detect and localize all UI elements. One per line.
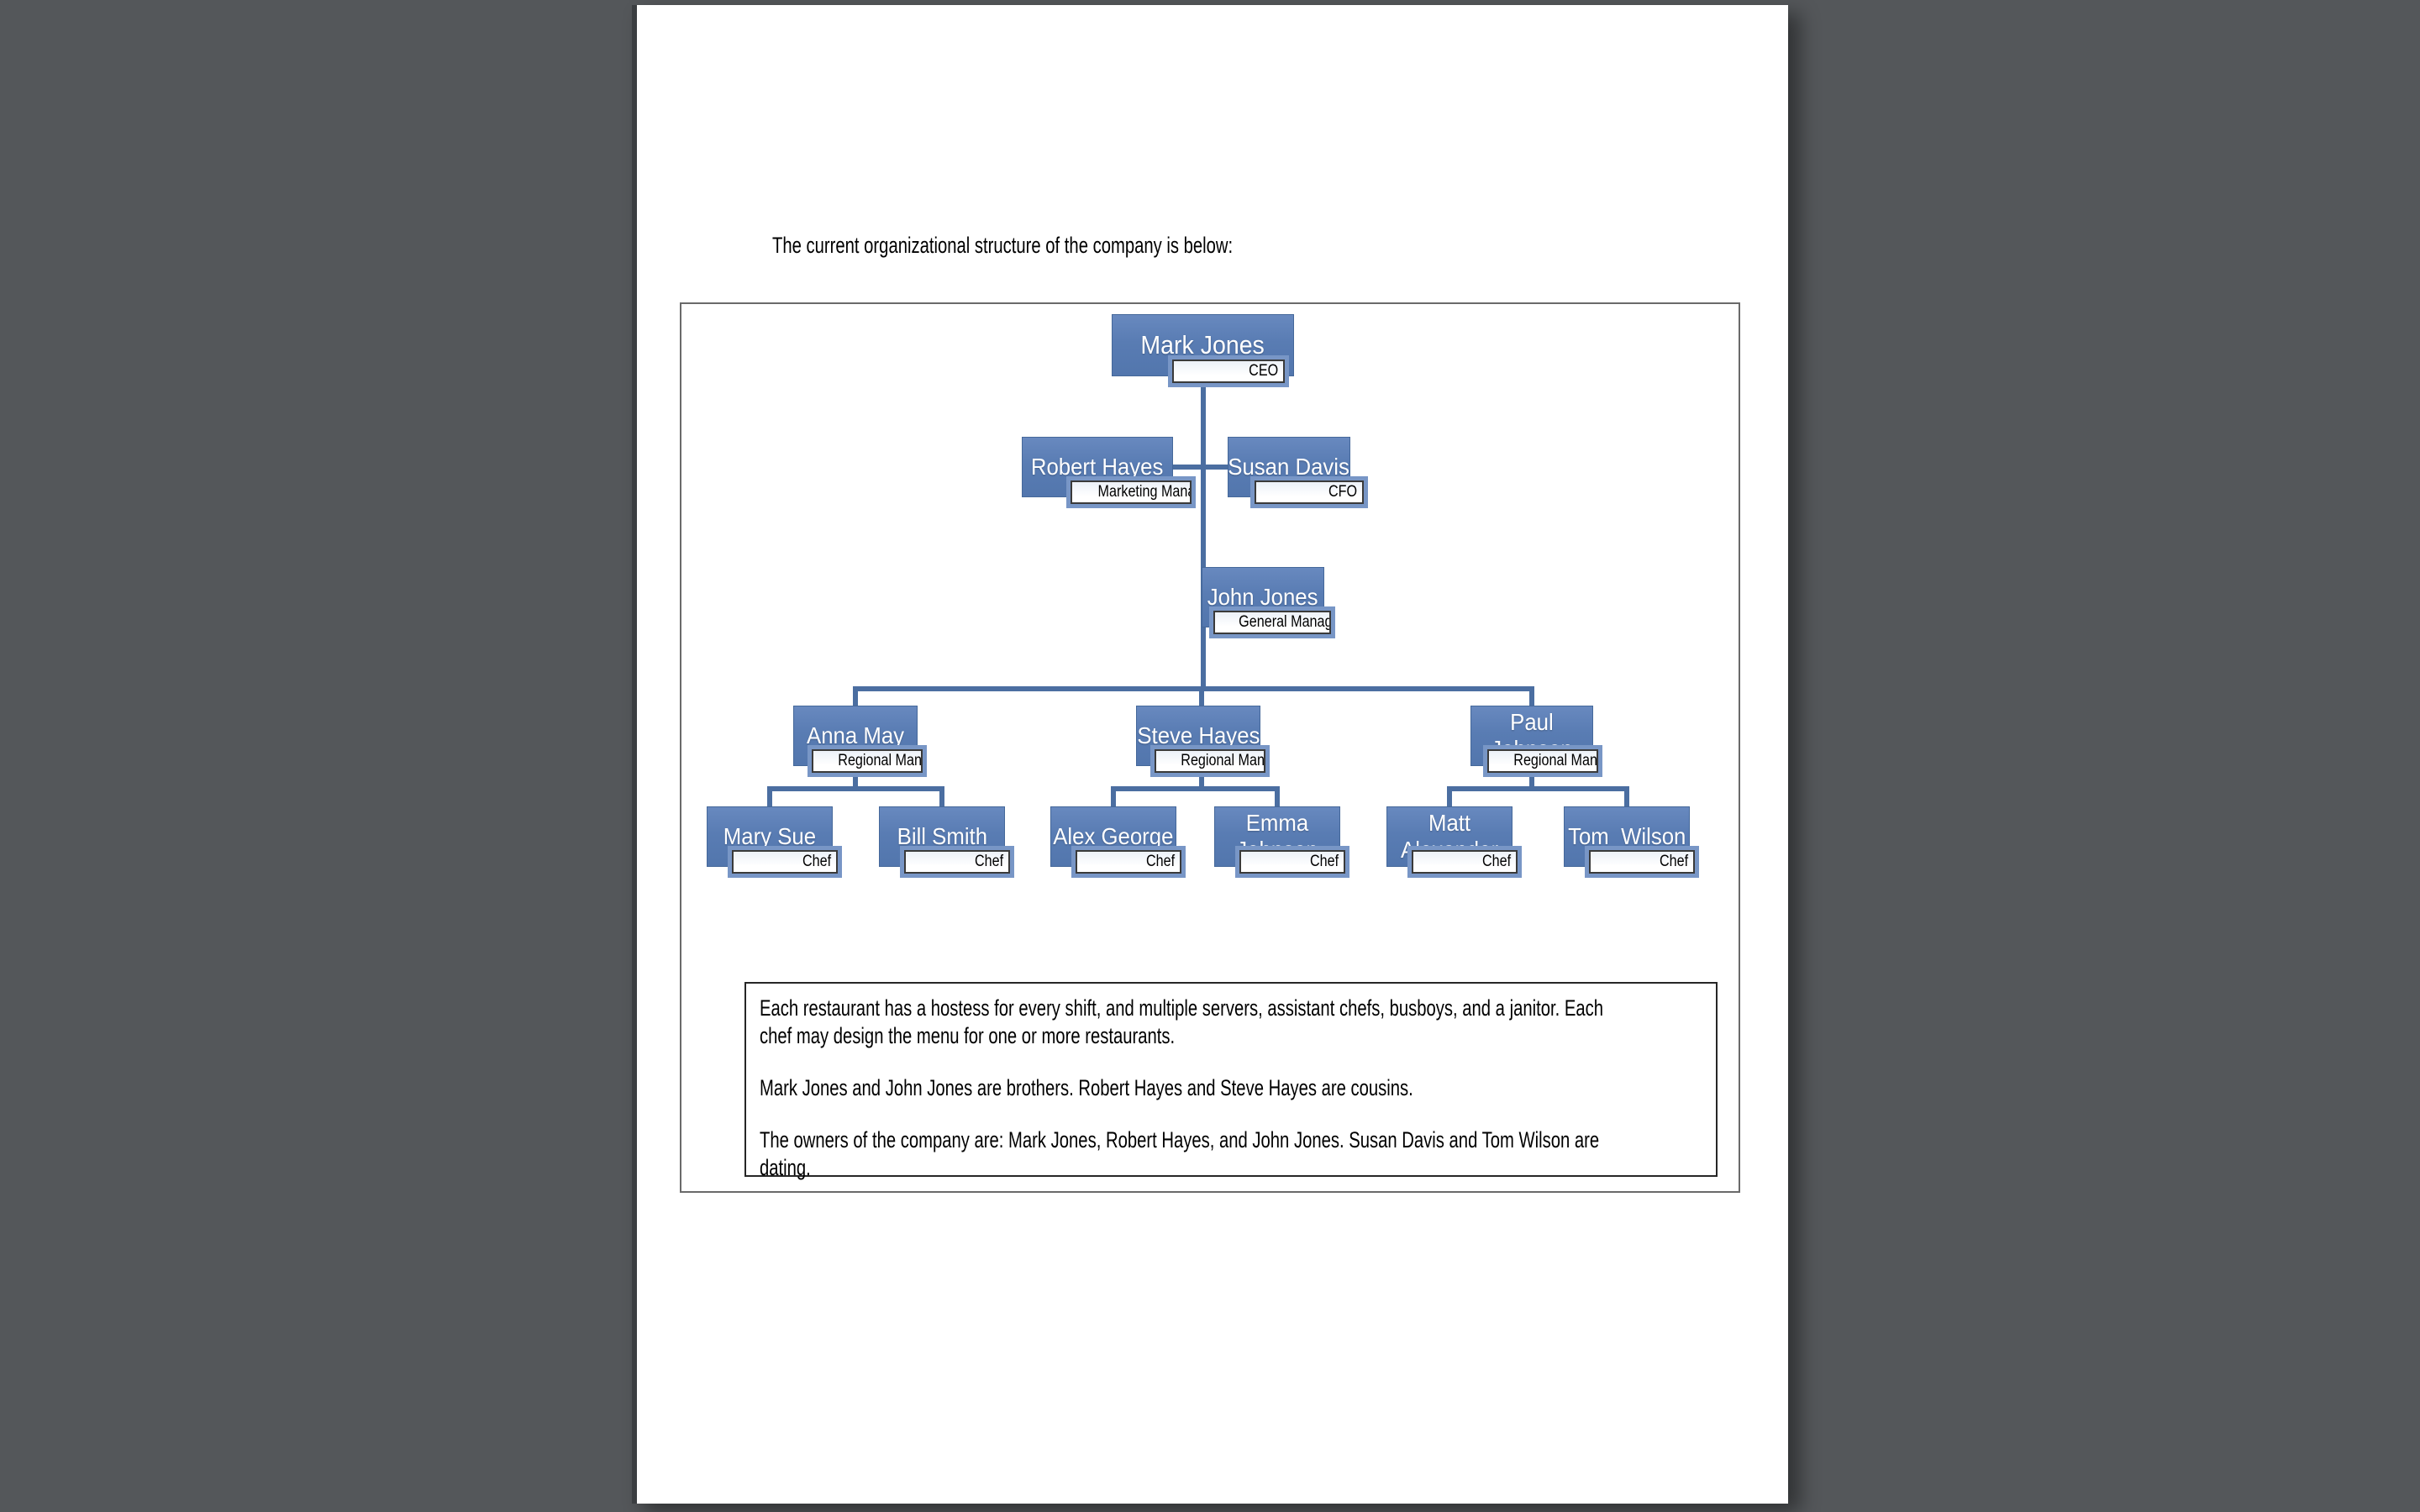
node-name: Robert Hayes: [1031, 453, 1164, 480]
node-title: General Manager: [1239, 613, 1331, 631]
page-title: The current organizational structure of …: [772, 232, 1386, 260]
node-name: Tom Wilson: [1567, 822, 1686, 849]
org-node-susan-davis: Susan Davis CFO: [1228, 437, 1368, 508]
org-node-emma-johnson: Emma Johnson Chef: [1214, 806, 1349, 878]
org-node-bill-smith: Bill Smith Chef: [879, 806, 1014, 878]
notes-paragraph: Mark Jones and John Jones are brothers. …: [760, 1074, 1702, 1102]
node-name: John Jones: [1207, 583, 1318, 610]
connector-line: [767, 789, 772, 808]
node-title-plate: CEO: [1168, 355, 1289, 387]
node-title-plate: Chef: [1235, 846, 1349, 878]
node-title: Regional Manager: [1181, 752, 1265, 769]
org-node-john-jones: John Jones General Manager: [1202, 567, 1335, 638]
node-title-plate: Marketing Manager: [1066, 476, 1196, 508]
org-chart: Mark Jones CEO Robert Hayes Marketing Ma…: [680, 302, 1740, 1193]
notes-line: Mark Jones and John Jones are brothers. …: [760, 1075, 1413, 1100]
page-title-text: The current organizational structure of …: [772, 233, 1234, 258]
node-name: Bill Smith: [897, 822, 987, 849]
org-node-tom-wilson: Tom Wilson Chef: [1564, 806, 1699, 878]
node-name: Alex George: [1053, 822, 1174, 849]
org-node-mark-jones: Mark Jones CEO: [1112, 314, 1294, 387]
notes-line: dating.: [760, 1155, 811, 1180]
node-name: Steve Hayes: [1136, 722, 1260, 748]
notes-paragraph: The owners of the company are: Mark Jone…: [760, 1126, 1702, 1182]
node-title: CEO: [1248, 362, 1278, 380]
node-title: Chef: [1309, 853, 1339, 870]
node-title: Chef: [1481, 853, 1511, 870]
node-title-plate: Chef: [728, 846, 842, 878]
org-node-paul-johnson: Paul Johnson Regional Manager: [1470, 706, 1602, 777]
org-node-anna-may: Anna May Regional Manager: [793, 706, 927, 777]
org-node-mary-sue: Mary Sue Chef: [707, 806, 842, 878]
connector-line: [853, 689, 858, 707]
node-title-plate: Chef: [900, 846, 1014, 878]
connector-line: [1447, 789, 1452, 808]
node-title: Regional Manager: [1513, 752, 1597, 769]
connector-line: [1173, 465, 1228, 470]
node-title: Chef: [802, 853, 831, 870]
connector-line: [1275, 789, 1280, 808]
connector-line: [1111, 789, 1116, 808]
node-name: Mary Sue: [723, 822, 817, 849]
notes-line: chef may design the menu for one or more…: [760, 1023, 1176, 1048]
node-title-plate: Chef: [1407, 846, 1522, 878]
node-title: Regional Manager: [838, 752, 922, 769]
connector-line: [853, 686, 1534, 691]
document-page[interactable]: The current organizational structure of …: [632, 5, 1788, 1504]
node-title-plate: Chef: [1071, 846, 1186, 878]
connector-line: [939, 789, 944, 808]
connector-line: [853, 768, 858, 791]
connector-line: [1201, 378, 1206, 691]
node-name: Mark Jones: [1140, 330, 1265, 360]
node-title-plate: CFO: [1250, 476, 1368, 508]
node-title-plate: Regional Manager: [1483, 745, 1602, 777]
notes-line: The owners of the company are: Mark Jone…: [760, 1127, 1600, 1152]
org-node-matt-alexander: Matt Alexander Chef: [1386, 806, 1522, 878]
connector-line: [1199, 689, 1204, 707]
connector-line: [1111, 786, 1280, 791]
node-title: CFO: [1328, 483, 1357, 501]
node-title-plate: General Manager: [1209, 606, 1335, 638]
connector-line: [1529, 689, 1534, 707]
node-title: Chef: [1145, 853, 1175, 870]
notes-box: Each restaurant has a hostess for every …: [744, 982, 1718, 1180]
org-node-alex-george: Alex George Chef: [1050, 806, 1186, 878]
org-node-steve-hayes: Steve Hayes Regional Manager: [1136, 706, 1270, 777]
notes-paragraph: Each restaurant has a hostess for every …: [760, 995, 1702, 1050]
connector-line: [767, 786, 944, 791]
node-title-plate: Regional Manager: [808, 745, 927, 777]
connector-line: [1447, 786, 1629, 791]
connector-line: [1624, 789, 1629, 808]
connector-line: [1529, 768, 1534, 791]
org-node-robert-hayes: Robert Hayes Marketing Manager: [1022, 437, 1196, 508]
node-name: Anna May: [806, 722, 904, 748]
notes-line: Each restaurant has a hostess for every …: [760, 995, 1604, 1021]
node-title: Marketing Manager: [1097, 483, 1190, 501]
node-title: Chef: [1659, 853, 1688, 870]
node-title-plate: Chef: [1585, 846, 1699, 878]
node-title: Chef: [974, 853, 1003, 870]
node-title-plate: Regional Manager: [1150, 745, 1270, 777]
connector-line: [1199, 768, 1204, 791]
node-name: Susan Davis: [1228, 453, 1350, 480]
